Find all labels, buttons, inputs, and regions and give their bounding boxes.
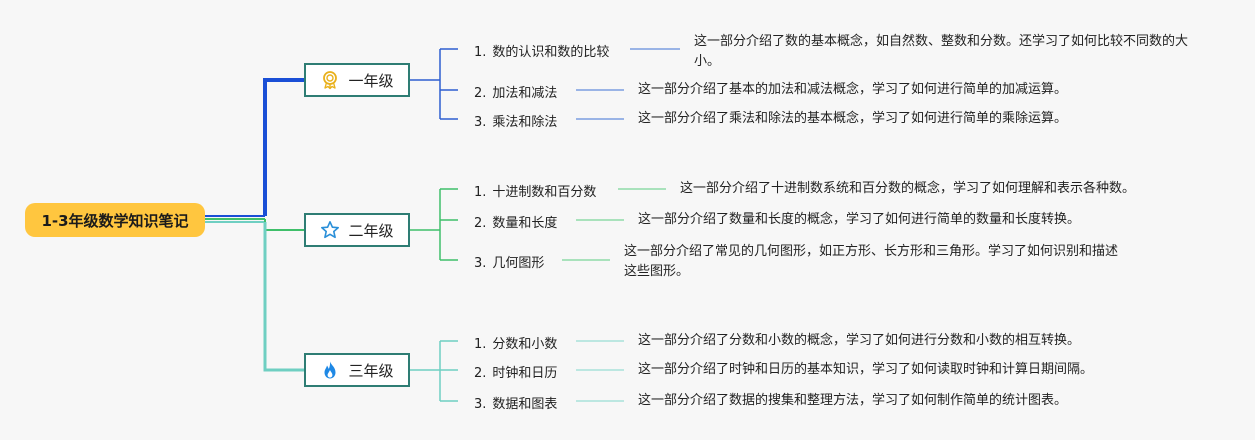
topic-grade3-3[interactable]: 3. 数据和图表 <box>474 393 557 412</box>
topic-label: 数量和长度 <box>492 216 558 231</box>
desc-grade1-1: 这一部分介绍了数的基本概念，如自然数、整数和分数。还学习了如何比较不同数的大小。 <box>694 34 1189 69</box>
topic-grade3-2[interactable]: 2. 时钟和日历 <box>474 362 557 381</box>
grade1-branch-line <box>263 78 304 216</box>
topic-grade2-1[interactable]: 1. 十进制数和百分数 <box>474 181 596 200</box>
topic-number: 3. <box>474 115 487 130</box>
topic-label: 几何图形 <box>492 256 545 271</box>
topic-number: 2. <box>474 366 487 381</box>
flame-icon <box>324 361 336 379</box>
grade3-node[interactable]: 三年级 <box>304 353 410 387</box>
topic-number: 1. <box>474 45 487 60</box>
desc-grade3-2: 这一部分介绍了时钟和日历的基本知识，学习了如何读取时钟和计算日期间隔。 <box>638 362 1094 377</box>
root-connector <box>205 215 265 223</box>
topic-number: 2. <box>474 216 487 231</box>
topic-grade2-3[interactable]: 3. 几何图形 <box>474 252 544 271</box>
topic-label: 数的认识和数的比较 <box>492 45 610 60</box>
topic-number: 3. <box>474 397 487 412</box>
topic-label: 加法和减法 <box>492 86 558 101</box>
desc-grade3-3: 这一部分介绍了数据的搜集和整理方法，学习了如何制作简单的统计图表。 <box>638 393 1068 408</box>
desc-grade2-2: 这一部分介绍了数量和长度的概念，学习了如何进行简单的数量和长度转换。 <box>638 212 1081 227</box>
grade3-topic-connectors <box>410 340 624 402</box>
desc-grade1-3: 这一部分介绍了乘法和除法的基本概念，学习了如何进行简单的乘除运算。 <box>638 111 1068 126</box>
award-ribbon-icon <box>323 71 338 90</box>
topic-number: 2. <box>474 86 487 101</box>
grade2-label: 二年级 <box>348 221 394 240</box>
grade2-topic-connectors <box>410 188 666 261</box>
topic-number: 1. <box>474 337 487 352</box>
topic-grade1-3[interactable]: 3. 乘法和除法 <box>474 111 557 130</box>
topic-grade1-2[interactable]: 2. 加法和减法 <box>474 82 557 101</box>
grade3-branch-line <box>263 222 304 372</box>
grade3-label: 三年级 <box>348 361 394 380</box>
root-node-label: 1-3年级数学知识笔记 <box>41 211 189 230</box>
topic-number: 1. <box>474 185 487 200</box>
topic-label: 分数和小数 <box>492 337 558 352</box>
topic-label: 时钟和日历 <box>492 366 558 381</box>
topic-label: 十进制数和百分数 <box>492 185 597 200</box>
grade2-node[interactable]: 二年级 <box>304 213 410 247</box>
desc-grade3-1: 这一部分介绍了分数和小数的概念，学习了如何进行分数和小数的相互转换。 <box>638 333 1081 348</box>
grade1-label: 一年级 <box>348 71 394 90</box>
topic-label: 乘法和除法 <box>492 115 558 130</box>
desc-grade2-3: 这一部分介绍了常见的几何图形，如正方形、长方形和三角形。学习了如何识别和描述这些… <box>624 244 1119 279</box>
root-node[interactable]: 1-3年级数学知识笔记 <box>25 203 205 237</box>
star-icon <box>321 221 340 239</box>
topic-grade2-2[interactable]: 2. 数量和长度 <box>474 212 557 231</box>
topic-grade3-1[interactable]: 1. 分数和小数 <box>474 333 557 352</box>
topic-grade1-1[interactable]: 1. 数的认识和数的比较 <box>474 41 609 60</box>
grade2-branch-line <box>264 219 304 231</box>
topic-number: 3. <box>474 256 487 271</box>
desc-grade2-1: 这一部分介绍了十进制数系统和百分数的概念，学习了如何理解和表示各种数。 <box>680 181 1136 196</box>
grade1-node[interactable]: 一年级 <box>304 63 410 97</box>
grade1-topic-connectors <box>410 48 680 120</box>
desc-grade1-2: 这一部分介绍了基本的加法和减法概念，学习了如何进行简单的加减运算。 <box>638 82 1068 97</box>
topic-label: 数据和图表 <box>492 397 558 412</box>
